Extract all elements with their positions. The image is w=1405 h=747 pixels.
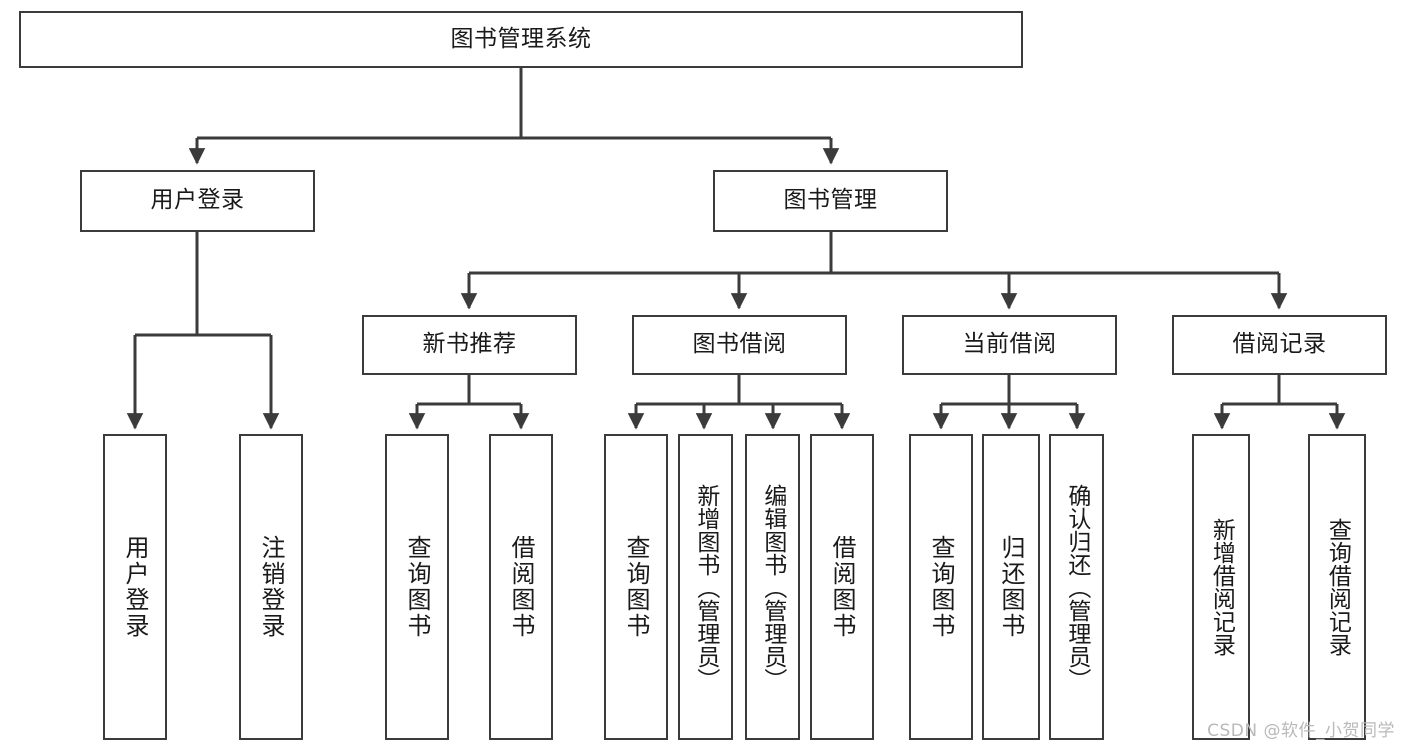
node-leaf-edit-book-admin[interactable]: 编辑图书（管理员）	[745, 434, 800, 740]
node-label: 用户登录	[121, 535, 149, 639]
node-leaf-logout[interactable]: 注销登录	[239, 434, 303, 740]
watermark: CSDN @软件_小贺同学	[1207, 721, 1395, 741]
node-label: 查询图书	[622, 535, 650, 639]
node-leaf-confirm-return-admin[interactable]: 确认归还（管理员）	[1049, 434, 1104, 740]
node-leaf-query-book-recommend[interactable]: 查询图书	[385, 434, 449, 740]
node-leaf-user-login[interactable]: 用户登录	[103, 434, 167, 740]
node-user-login[interactable]: 用户登录	[80, 170, 315, 232]
node-label: 图书管理系统	[450, 25, 592, 52]
node-leaf-query-book-current[interactable]: 查询图书	[909, 434, 973, 740]
node-leaf-query-book-borrow[interactable]: 查询图书	[604, 434, 668, 740]
node-label: 查询图书	[927, 535, 955, 639]
node-book-borrow[interactable]: 图书借阅	[632, 315, 847, 375]
node-label: 当前借阅	[962, 331, 1057, 358]
node-label: 编辑图书（管理员）	[759, 483, 786, 691]
node-label: 借阅图书	[828, 535, 856, 639]
node-label: 新增借阅记录	[1208, 518, 1235, 656]
node-leaf-add-book-admin[interactable]: 新增图书（管理员）	[678, 434, 733, 740]
node-leaf-query-borrow-record[interactable]: 查询借阅记录	[1308, 434, 1366, 740]
node-leaf-add-borrow-record[interactable]: 新增借阅记录	[1192, 434, 1250, 740]
node-label: 归还图书	[997, 535, 1025, 639]
node-new-book-recommend[interactable]: 新书推荐	[362, 315, 577, 375]
node-label: 借阅记录	[1232, 331, 1327, 358]
node-leaf-borrow-book[interactable]: 借阅图书	[810, 434, 874, 740]
node-label: 新书推荐	[422, 331, 517, 358]
node-label: 查询借阅记录	[1324, 518, 1351, 656]
node-root-book-management-system[interactable]: 图书管理系统	[19, 11, 1023, 68]
node-leaf-return-book[interactable]: 归还图书	[982, 434, 1040, 740]
node-label: 图书管理	[783, 187, 878, 214]
node-label: 注销登录	[257, 535, 285, 639]
node-label: 用户登录	[150, 187, 245, 214]
node-leaf-borrow-book-recommend[interactable]: 借阅图书	[489, 434, 553, 740]
node-label: 图书借阅	[692, 331, 787, 358]
node-label: 确认归还（管理员）	[1063, 483, 1090, 691]
node-label: 查询图书	[403, 535, 431, 639]
node-borrow-records[interactable]: 借阅记录	[1172, 315, 1387, 375]
node-book-management[interactable]: 图书管理	[713, 170, 948, 232]
node-label: 借阅图书	[507, 535, 535, 639]
node-current-borrow[interactable]: 当前借阅	[902, 315, 1117, 375]
node-label: 新增图书（管理员）	[692, 483, 719, 691]
